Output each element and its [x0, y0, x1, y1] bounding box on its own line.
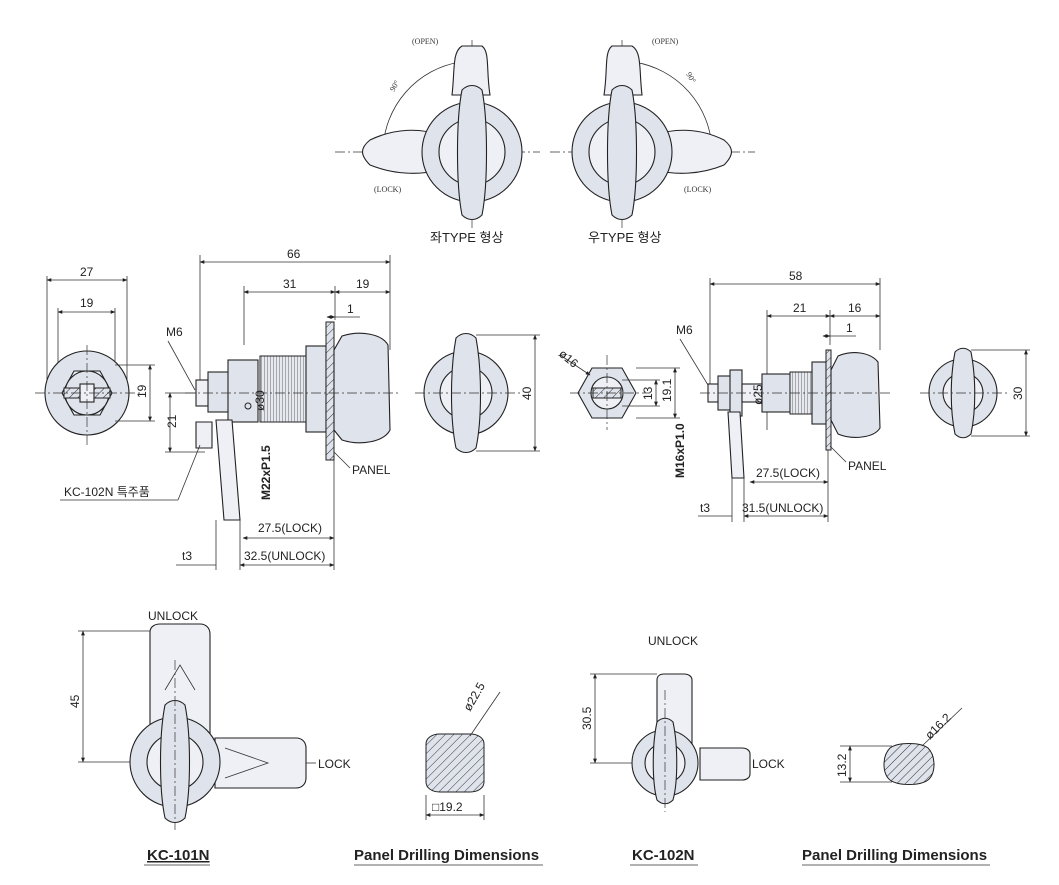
- kc102-operation-view: UNLOCK 30.5 LOCK KC-102N: [580, 634, 785, 866]
- lock-27-5-b: 27.5(LOCK): [756, 466, 820, 480]
- panel-drilling-1: ø22.5 □19.2 Panel Drilling Dimensions: [354, 680, 543, 866]
- dim-45: 45: [68, 694, 82, 708]
- right-type-caption: 우TYPE 형상: [588, 230, 661, 245]
- drill2-title: Panel Drilling Dimensions: [802, 847, 987, 864]
- dim-19-side: 19: [135, 384, 149, 398]
- sq19-2-label: □19.2: [432, 800, 463, 814]
- dim-13: 13: [641, 386, 655, 400]
- unlock-label-102: UNLOCK: [648, 634, 698, 648]
- unlock-label-101: UNLOCK: [148, 609, 198, 623]
- lock-27-5: 27.5(LOCK): [258, 521, 322, 535]
- dim-19-top: 19: [80, 296, 94, 310]
- dia25-label: ø25: [751, 384, 765, 405]
- kc102n-note: KC-102N 특주품: [64, 485, 150, 499]
- unlock-31-5: 31.5(UNLOCK): [742, 501, 823, 515]
- lock-label-left: (LOCK): [374, 185, 401, 194]
- dim-16: 16: [848, 301, 862, 315]
- angle-label-left: 90°: [388, 79, 401, 93]
- left-type-view: (OPEN) (LOCK) 90° 좌TYPE 형상: [335, 37, 540, 245]
- dim-1: 1: [347, 302, 354, 316]
- dim-66: 66: [287, 247, 301, 261]
- kc102-front-view: ø16 13 19.1 M16xP1.0: [556, 347, 687, 478]
- right-type-view: (OPEN) (LOCK) 90° 우TYPE 형상: [550, 37, 755, 245]
- t3-label: t3: [182, 549, 192, 563]
- thread-m22: M22xP1.5: [259, 445, 273, 500]
- angle-label-right: 90°: [684, 71, 697, 85]
- panel-label-b: PANEL: [848, 459, 887, 473]
- dia30-label: ø30: [253, 390, 267, 411]
- dia16-label: ø16: [556, 347, 581, 371]
- drill1-title: Panel Drilling Dimensions: [354, 847, 539, 864]
- thread-m16: M16xP1.0: [673, 423, 687, 478]
- dim-31: 31: [283, 277, 297, 291]
- kc101-side-view: 66 31 19 1 M6 ø30 M22xP1.5 27.5(LOCK) 32…: [60, 247, 400, 570]
- m6-label: M6: [166, 325, 183, 339]
- dim-58: 58: [789, 269, 803, 283]
- lock-label-102: LOCK: [752, 757, 785, 771]
- dim-27: 27: [80, 265, 94, 279]
- left-type-caption: 좌TYPE 형상: [430, 230, 503, 245]
- dim-13-2: 13.2: [835, 753, 849, 777]
- panel-drilling-2: ø16.2 13.2 Panel Drilling Dimensions: [802, 707, 990, 866]
- kc102-side-view: 58 21 16 1 M6 ø25 27.5(LOCK) 31.5(UNLOCK…: [676, 269, 892, 522]
- m6-label-b: M6: [676, 323, 693, 337]
- kc101-operation-view: UNLOCK 45 LOCK KC-101N: [68, 609, 351, 866]
- dia16-2-label: ø16.2: [922, 710, 954, 742]
- unlock-32-5: 32.5(UNLOCK): [244, 549, 325, 563]
- dim-30: 30: [1011, 386, 1025, 400]
- dim-19-1: 19.1: [660, 378, 674, 402]
- dim-40: 40: [520, 386, 534, 400]
- kc101n-title: KC-101N: [147, 847, 210, 864]
- panel-label: PANEL: [352, 463, 391, 477]
- dim-21: 21: [165, 414, 179, 428]
- dim-21-b: 21: [793, 301, 807, 315]
- kc101-front-view: 27 19 19 21: [35, 265, 205, 453]
- lock-label-right: (LOCK): [684, 185, 711, 194]
- kc102-knob-view: 30: [920, 347, 1030, 439]
- open-label-left: (OPEN): [412, 37, 439, 46]
- dim-1-b: 1: [846, 321, 853, 335]
- kc102n-title: KC-102N: [632, 847, 695, 864]
- dim-19-top2: 19: [356, 277, 370, 291]
- dim-30-5: 30.5: [580, 706, 594, 730]
- lock-label-101: LOCK: [318, 757, 351, 771]
- open-label-right: (OPEN): [652, 37, 679, 46]
- dia22-5-label: ø22.5: [460, 680, 488, 714]
- kc101-knob-view: 40: [415, 332, 540, 454]
- t3-label-b: t3: [700, 501, 710, 515]
